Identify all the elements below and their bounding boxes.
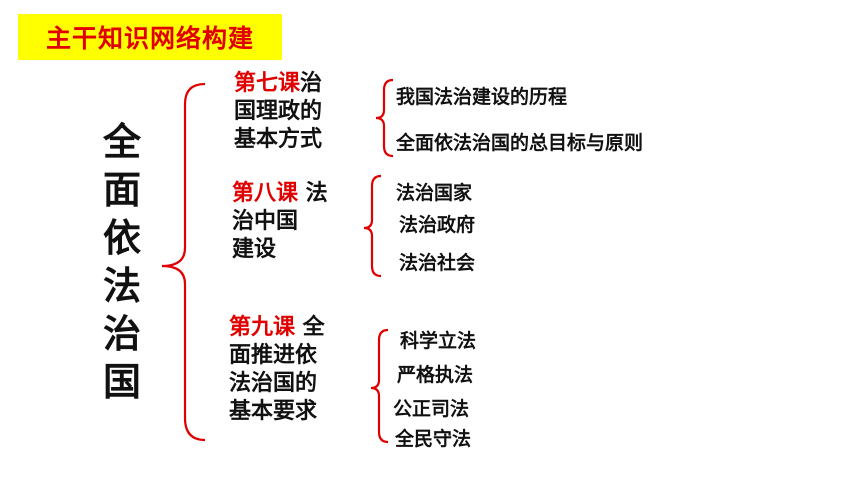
lesson-9: 第九课 全 面推进依 法治国的 基本要求 [229, 314, 325, 426]
list-item: 科学立法 [400, 330, 477, 352]
lesson-number: 第七课 [234, 71, 301, 96]
root-char: 法 [102, 264, 141, 308]
lesson-number: 第八课 [232, 181, 299, 206]
root-topic: 全 面 依 法 治 国 [100, 118, 144, 406]
lesson-text: 法 [298, 181, 328, 206]
list-item: 全民守法 [395, 428, 472, 450]
lesson-text: 法治国的 [229, 371, 318, 396]
list-item: 我国法治建设的历程 [396, 86, 568, 108]
lesson-text: 基本方式 [234, 127, 323, 152]
root-char: 依 [102, 216, 141, 260]
list-item: 法治政府 [399, 214, 476, 236]
lesson-text: 面推进依 [229, 343, 318, 368]
root-char: 国 [102, 360, 141, 404]
lesson8-brace [363, 174, 382, 278]
page-title: 主干知识网络构建 [45, 24, 254, 53]
lesson-text: 建设 [232, 237, 277, 262]
list-item: 严格执法 [397, 364, 474, 386]
lesson7-brace [375, 78, 394, 158]
lesson-7: 第七课治 国理政的 基本方式 [234, 70, 322, 154]
root-char: 治 [102, 312, 141, 356]
lesson-8: 第八课 法 治中国 建设 [232, 180, 328, 264]
root-char: 全 [102, 120, 141, 164]
main-brace [161, 82, 206, 442]
list-item: 公正司法 [393, 398, 470, 420]
lesson-text: 基本要求 [229, 399, 318, 424]
list-item: 全面依法治国的总目标与原则 [396, 132, 644, 154]
lesson-text: 国理政的 [234, 99, 323, 124]
title-banner: 主干知识网络构建 [18, 14, 282, 60]
lesson-text: 全 [295, 315, 325, 340]
lesson-text: 治 [300, 71, 323, 96]
lesson-number: 第九课 [229, 315, 296, 340]
root-char: 面 [102, 168, 141, 212]
list-item: 法治国家 [396, 182, 473, 204]
list-item: 法治社会 [399, 252, 476, 274]
lesson-text: 治中国 [232, 209, 299, 234]
lesson9-brace [370, 328, 389, 444]
